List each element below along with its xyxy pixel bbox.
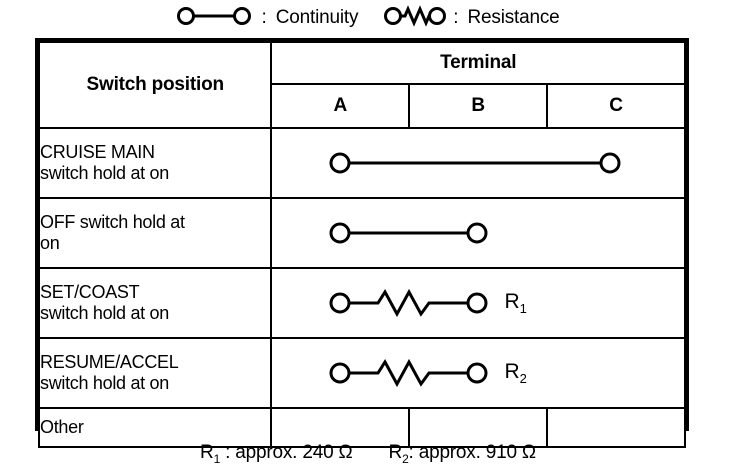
- resistor-label-r2: R2: [504, 360, 526, 386]
- resistor-label-name: R: [504, 359, 520, 383]
- row-label-off: OFF switch hold at on: [37, 197, 273, 269]
- header-terminal-b: B: [408, 83, 549, 129]
- header-switch-position: Switch position: [37, 41, 273, 129]
- resistance-symbol-a-to-b: [329, 358, 488, 388]
- row-label-set-coast: SET/COAST switch hold at on: [37, 267, 273, 339]
- legend-label-continuity: Continuity: [275, 7, 359, 28]
- row-label-line1: CRUISE MAIN: [40, 142, 155, 163]
- row-label-other: Other: [37, 407, 273, 448]
- footnote-r2-name: R: [388, 442, 403, 464]
- footnote-r1-sub: 1: [213, 451, 221, 466]
- row-label-line1: Other: [40, 417, 84, 438]
- table-row: RESUME/ACCEL switch hold at on R2: [37, 337, 686, 409]
- resistor-label-sub: 2: [519, 371, 527, 387]
- legend-item-resistance: : Resistance: [384, 4, 560, 32]
- legend-separator: :: [261, 7, 267, 28]
- table-row: Other: [37, 407, 686, 448]
- resistance-values-footnote: R1 : approx. 240 Ω R2: approx. 910 Ω: [0, 436, 736, 472]
- row-label-line1: SET/COAST: [40, 282, 140, 303]
- header-terminal-c: C: [546, 83, 686, 129]
- row-symbol-resume-accel: R2: [270, 337, 686, 409]
- table-header-row-group: Switch position Terminal: [37, 41, 686, 129]
- footnote-r1-name: R: [200, 442, 214, 464]
- row-label-line1: RESUME/ACCEL: [40, 352, 179, 373]
- resistor-label-r1: R1: [504, 290, 526, 316]
- row-label-line2: on: [40, 233, 60, 253]
- row-label-line2: switch hold at on: [40, 373, 169, 393]
- footnote-r1: R1 : approx. 240 Ω: [200, 442, 353, 466]
- footnote-r2-sub: 2: [402, 451, 409, 466]
- legend: : Continuity : Resistance: [0, 2, 736, 34]
- row-label-line2: switch hold at on: [40, 163, 169, 183]
- switch-continuity-table: Switch position Terminal A B C CRUISE MA…: [35, 38, 689, 448]
- resistor-label-sub: 1: [519, 301, 527, 317]
- footnote-r2: R2: approx. 910 Ω: [388, 442, 537, 466]
- resistor-label-name: R: [504, 289, 520, 313]
- table-header-row-terminals: A B C: [39, 83, 686, 129]
- row-symbol-set-coast: R1: [270, 267, 686, 339]
- row-cell-other-b: [408, 407, 549, 448]
- table-row: CRUISE MAIN switch hold at on: [37, 127, 686, 199]
- footnote-r1-value: : approx. 240 Ω: [220, 442, 353, 464]
- table-row: SET/COAST switch hold at on R1: [37, 267, 686, 339]
- row-label-cruise-main: CRUISE MAIN switch hold at on: [37, 127, 273, 199]
- footnote-r2-value: : approx. 910 Ω: [408, 442, 537, 464]
- header-terminal-a: A: [270, 83, 411, 129]
- row-symbol-off: [270, 197, 686, 269]
- continuity-symbol: [176, 5, 254, 32]
- header-terminal-group: Terminal: [270, 41, 686, 85]
- row-label-line2: switch hold at on: [40, 303, 169, 323]
- table-row: OFF switch hold at on: [37, 197, 686, 269]
- legend-item-continuity: : Continuity: [176, 5, 358, 32]
- row-label-resume-accel: RESUME/ACCEL switch hold at on: [37, 337, 273, 409]
- row-cell-other-c: [546, 407, 686, 448]
- resistance-symbol: [384, 4, 447, 32]
- row-cell-other-a: [270, 407, 411, 448]
- row-label-line1: OFF switch hold at: [40, 212, 185, 233]
- continuity-symbol-a-to-c: [329, 152, 621, 174]
- legend-separator: :: [453, 7, 459, 28]
- legend-label-resistance: Resistance: [467, 7, 560, 28]
- resistance-symbol-a-to-b: [329, 288, 488, 318]
- row-symbol-cruise-main: [270, 127, 686, 199]
- continuity-symbol-a-to-b: [329, 222, 488, 244]
